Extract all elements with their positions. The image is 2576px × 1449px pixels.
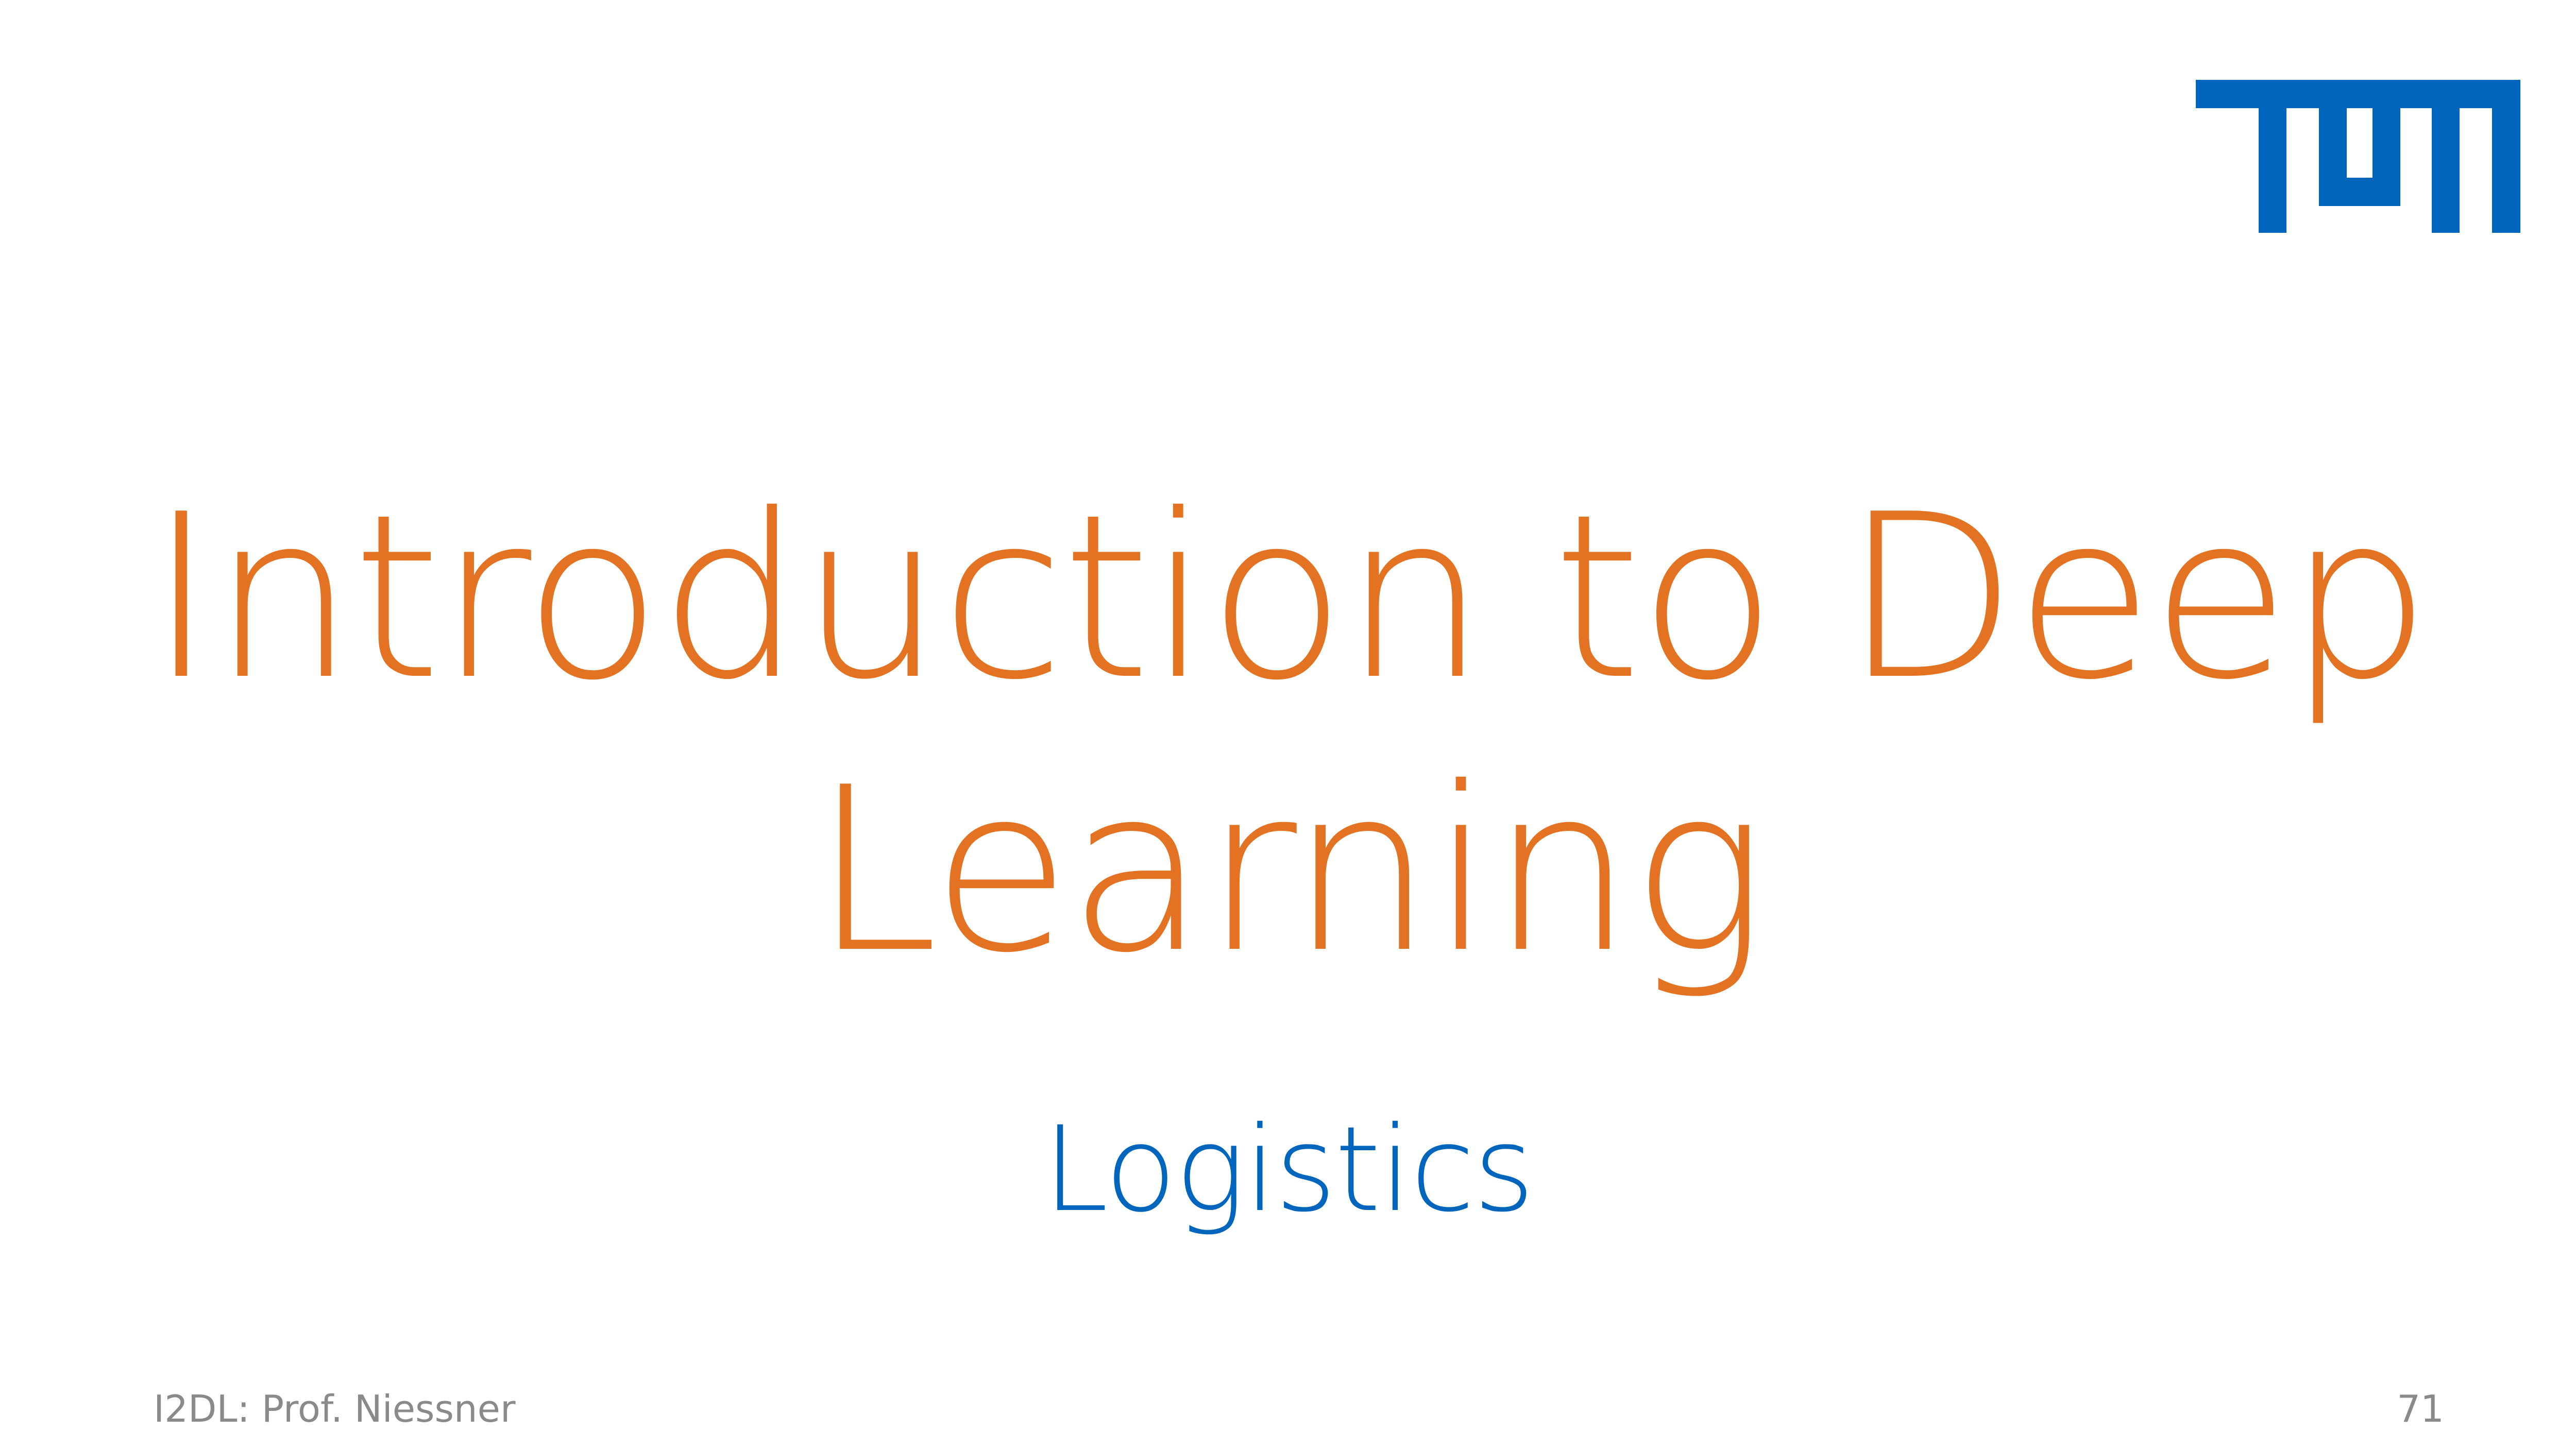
slide-title-line-1: Introduction to Deep xyxy=(148,466,2431,729)
slide-subtitle: Logistics xyxy=(1043,1101,1534,1238)
slide-title: Introduction to Deep Learning xyxy=(0,461,2576,1007)
tum-logo-icon xyxy=(2196,80,2520,233)
page-number: 71 xyxy=(2397,1387,2444,1430)
slide-title-line-2: Learning xyxy=(812,739,1767,1002)
footer-course-label: I2DL: Prof. Niessner xyxy=(154,1387,516,1430)
